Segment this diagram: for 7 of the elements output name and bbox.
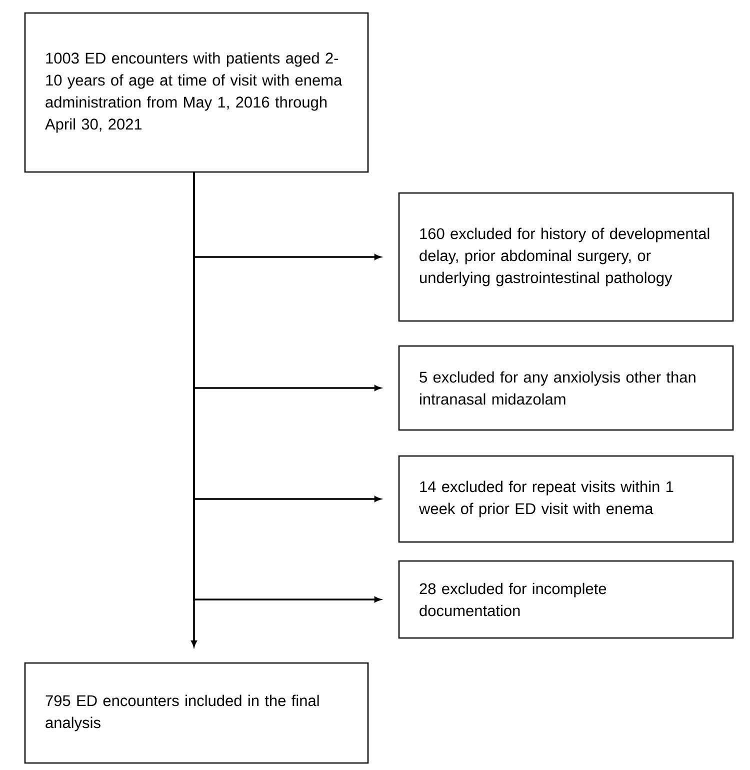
process-box: 1003 ED encounters with patients aged 2-10 years of age at time of visit with enema administration from May 1, 2016 through April 30, 2021: [24, 12, 369, 173]
process-box: 14 excluded for repeat visits within 1 week of prior ED visit with enema: [398, 455, 734, 543]
process-box: 5 excluded for any anxiolysis other than intranasal midazolam: [398, 345, 734, 431]
process-box: 160 excluded for history of developmental delay, prior abdominal surgery, or underlying gastrointestinal pathology: [398, 192, 734, 322]
process-box: 795 ED encounters included in the final analysis: [24, 662, 369, 764]
arrow: [193, 172, 381, 602]
process-box: 28 excluded for incomplete documentation: [398, 560, 734, 639]
